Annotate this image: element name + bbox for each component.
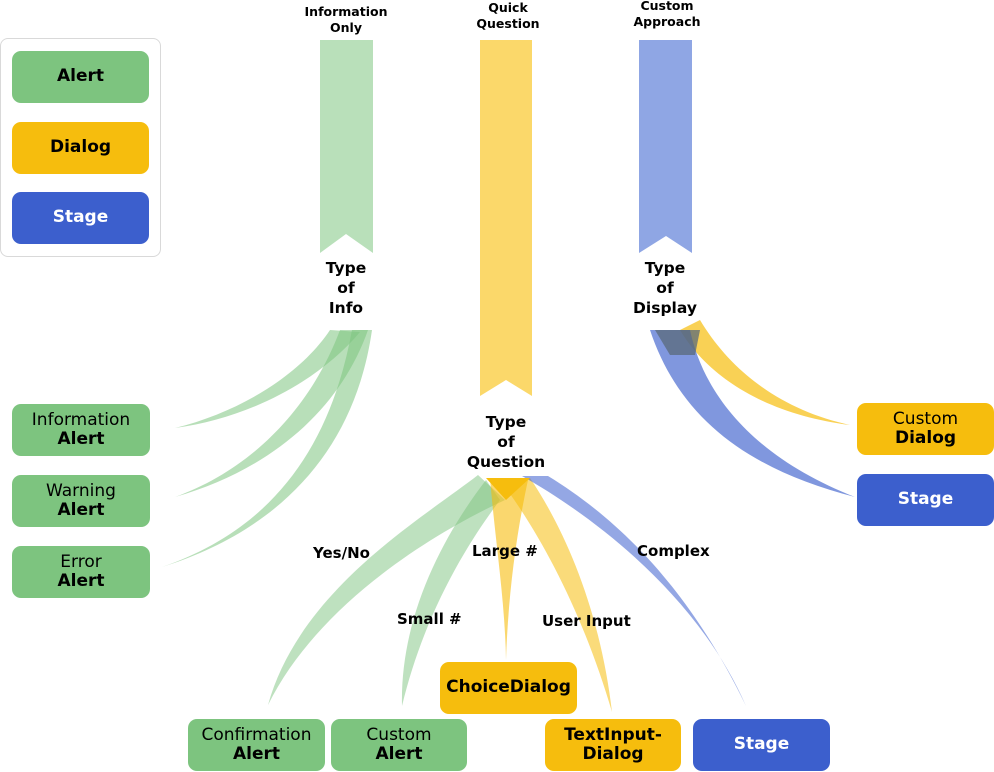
flow-to-custom-alert: [401, 480, 500, 706]
legend-stage: Stage: [12, 192, 149, 244]
outcome-information-alert-line2: Alert: [57, 429, 105, 449]
ribbon-information-only: [320, 40, 373, 253]
outcome-information-alert-line1: Information: [31, 409, 131, 430]
outcome-custom-alert: Custom Alert: [331, 719, 467, 771]
flow-to-error-alert: [162, 330, 372, 567]
edge-label-small-number: Small #: [397, 610, 462, 628]
flow-to-information-alert: [175, 330, 360, 428]
ribbon-quick-question: [480, 40, 532, 396]
node-type-of-display: Type of Display: [633, 259, 697, 318]
outcome-custom-dialog-line2: Dialog: [894, 428, 957, 448]
column-label-information-only: Information Only: [304, 4, 388, 35]
outcome-stage-right-label: Stage: [897, 489, 954, 510]
legend-dialog: Dialog: [12, 122, 149, 174]
outcome-information-alert: Information Alert: [12, 404, 150, 456]
outcome-error-alert: Error Alert: [12, 546, 150, 598]
flow-to-choice-dialog: [490, 478, 528, 660]
display-overlap: [655, 330, 700, 355]
legend-stage-label: Stage: [52, 207, 109, 228]
outcome-textinput-dialog: TextInput- Dialog: [545, 719, 681, 771]
outcome-choice-dialog: ChoiceDialog: [440, 662, 577, 714]
edge-label-user-input: User Input: [542, 612, 631, 630]
column-label-custom-approach: Custom Approach: [633, 0, 701, 29]
outcome-stage-bottom-label: Stage: [733, 734, 790, 755]
ribbon-custom-approach: [639, 40, 692, 253]
outcome-error-alert-line2: Alert: [57, 571, 105, 591]
edge-label-large-number: Large #: [472, 542, 538, 560]
legend-dialog-label: Dialog: [49, 137, 112, 158]
legend-alert: Alert: [12, 51, 149, 103]
outcome-textinput-dialog-line1: TextInput-: [564, 724, 662, 745]
outcome-confirmation-alert: Confirmation Alert: [188, 719, 325, 771]
outcome-warning-alert: Warning Alert: [12, 475, 150, 527]
flow-to-textinput-dialog: [500, 478, 612, 712]
outcome-textinput-dialog-line2: Dialog: [582, 744, 644, 764]
outcome-custom-dialog-line1: Custom: [892, 408, 959, 429]
flow-to-stage-right: [650, 330, 855, 497]
outcome-error-alert-line1: Error: [60, 551, 102, 572]
outcome-warning-alert-line1: Warning: [46, 480, 116, 501]
outcome-warning-alert-line2: Alert: [57, 500, 105, 520]
legend-alert-label: Alert: [56, 66, 105, 87]
node-type-of-info: Type of Info: [325, 259, 367, 318]
node-type-of-question: Type of Question: [466, 413, 546, 472]
outcome-confirmation-alert-line2: Alert: [232, 744, 281, 764]
outcome-stage-bottom: Stage: [693, 719, 830, 771]
legend-panel: Alert Dialog Stage: [0, 38, 161, 257]
outcome-choice-dialog-label: ChoiceDialog: [446, 677, 571, 698]
outcome-confirmation-alert-line1: Confirmation: [201, 724, 312, 745]
outcome-custom-alert-line2: Alert: [375, 744, 423, 764]
outcome-stage-right: Stage: [857, 474, 994, 526]
column-label-quick-question: Quick Question: [476, 0, 540, 31]
outcome-custom-alert-line1: Custom: [366, 724, 432, 745]
outcome-custom-dialog: Custom Dialog: [857, 403, 994, 455]
edge-label-complex: Complex: [637, 542, 710, 560]
edge-label-yes-no: Yes/No: [313, 544, 370, 562]
question-chevron: [486, 478, 530, 500]
